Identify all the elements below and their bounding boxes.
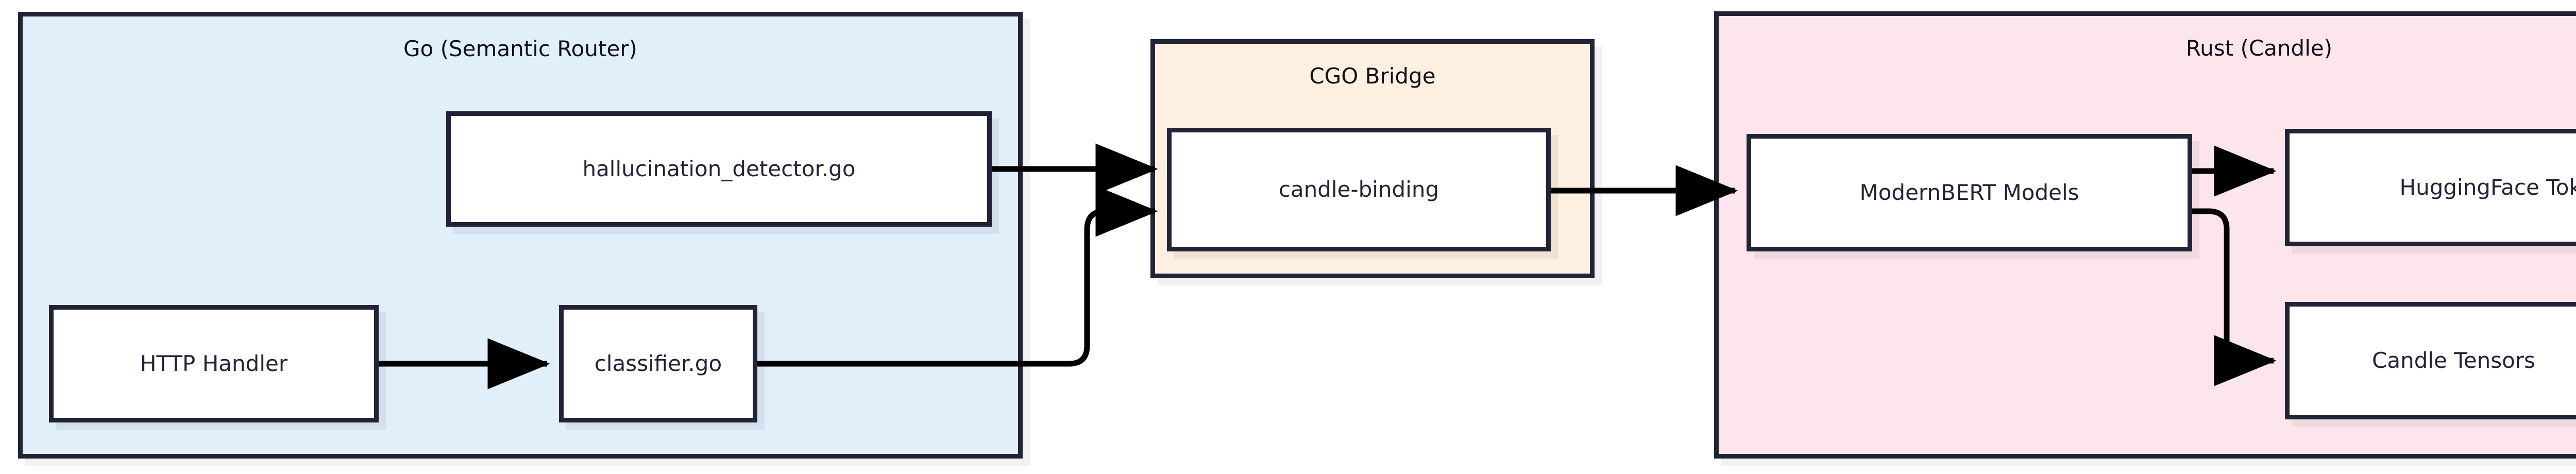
- node-modernbert-models[interactable]: ModernBERT Models: [1747, 134, 2192, 251]
- node-huggingface-tokenizers[interactable]: HuggingFace Tokenizers: [2285, 129, 2576, 246]
- cluster-go-title: Go (Semantic Router): [403, 36, 637, 61]
- node-label-http-handler: HTTP Handler: [140, 351, 288, 376]
- node-candle-tensors[interactable]: Candle Tensors: [2285, 302, 2576, 419]
- cluster-cgo-title: CGO Bridge: [1309, 63, 1436, 89]
- node-label-hallucination-detector-go: hallucination_detector.go: [582, 156, 856, 181]
- node-classifier-go[interactable]: classifier.go: [559, 305, 757, 422]
- cluster-rust-title: Rust (Candle): [2185, 36, 2333, 61]
- node-label-candle-tensors: Candle Tensors: [2372, 348, 2535, 373]
- node-hallucination-detector-go[interactable]: hallucination_detector.go: [446, 111, 992, 227]
- node-label-huggingface-tokenizers: HuggingFace Tokenizers: [2399, 175, 2576, 200]
- node-http-handler[interactable]: HTTP Handler: [49, 305, 379, 422]
- node-label-candle-binding: candle-binding: [1278, 177, 1439, 202]
- node-label-modernbert-models: ModernBERT Models: [1859, 180, 2079, 205]
- edge-modernbert-to-candle-tensors: [2192, 208, 2277, 386]
- edge-classifier-to-candle-binding: [757, 185, 1158, 367]
- node-label-classifier-go: classifier.go: [594, 351, 722, 376]
- node-candle-binding[interactable]: candle-binding: [1167, 128, 1551, 251]
